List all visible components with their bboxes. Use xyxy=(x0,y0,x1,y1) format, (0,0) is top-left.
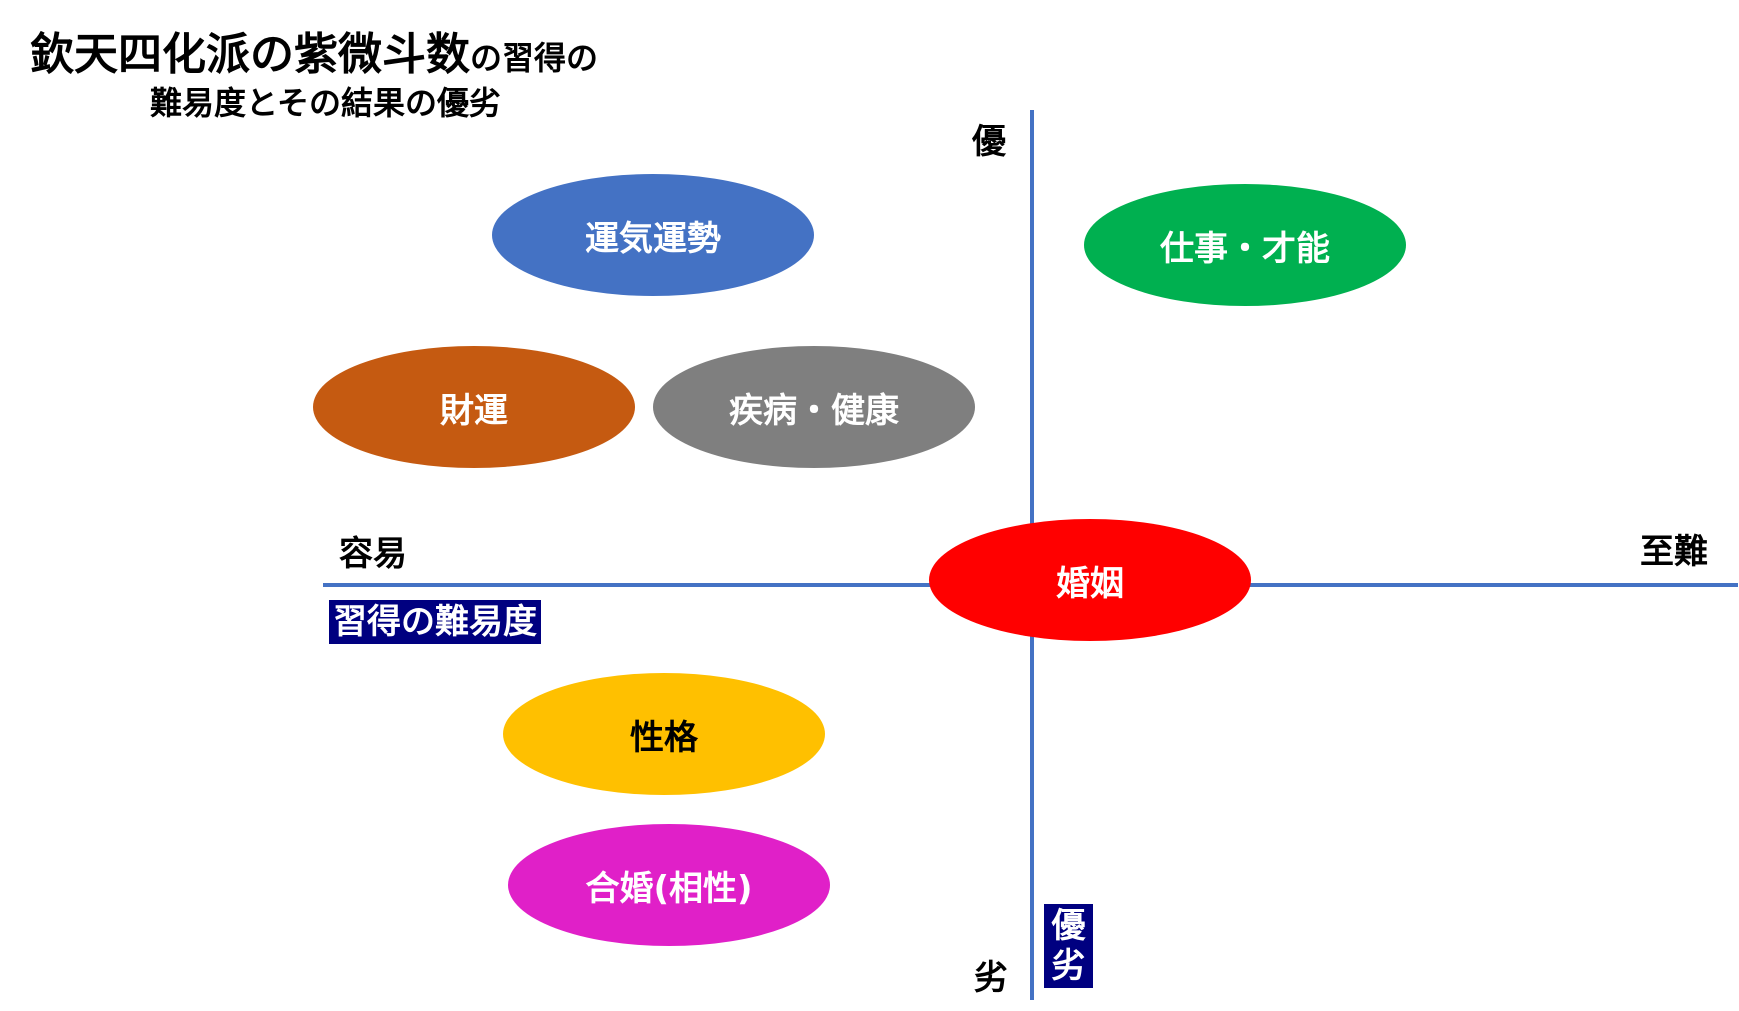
bubble-compatibility: 合婚(相性) xyxy=(508,824,830,946)
bubble-marriage-label: 婚姻 xyxy=(1056,563,1124,604)
bubble-health: 疾病・健康 xyxy=(653,346,975,468)
bubble-compatibility-label: 合婚(相性) xyxy=(585,868,753,909)
bubble-personality: 性格 xyxy=(503,673,825,795)
bubble-personality-label: 性格 xyxy=(630,717,698,758)
axis-label-top: 優 xyxy=(972,122,1006,162)
bubble-work: 仕事・才能 xyxy=(1084,184,1406,306)
vertical-axis-title-top: 優 xyxy=(1051,906,1086,946)
bubble-wealth: 財運 xyxy=(313,346,635,468)
title-main: 欽天四化派の紫微斗数 xyxy=(30,29,470,80)
vertical-axis-title-bottom: 劣 xyxy=(1051,946,1086,986)
title-sub: の習得の xyxy=(470,39,599,77)
bubble-work-label: 仕事・才能 xyxy=(1160,228,1330,269)
title-line2: 難易度とその結果の優劣 xyxy=(150,84,502,122)
axis-label-bottom: 劣 xyxy=(974,958,1008,998)
bubble-wealth-label: 財運 xyxy=(440,390,508,431)
bubble-health-label: 疾病・健康 xyxy=(729,390,899,431)
bubble-luck-label: 運気運勢 xyxy=(585,218,721,259)
axis-label-right: 至難 xyxy=(1640,532,1708,572)
horizontal-axis-title: 習得の難易度 xyxy=(329,600,541,644)
bubble-luck: 運気運勢 xyxy=(492,174,814,296)
bubble-marriage: 婚姻 xyxy=(929,519,1251,641)
diagram-title: 欽天四化派の紫微斗数の習得の xyxy=(30,18,598,82)
axis-label-left: 容易 xyxy=(339,534,407,574)
vertical-axis-title: 優 劣 xyxy=(1044,904,1093,988)
